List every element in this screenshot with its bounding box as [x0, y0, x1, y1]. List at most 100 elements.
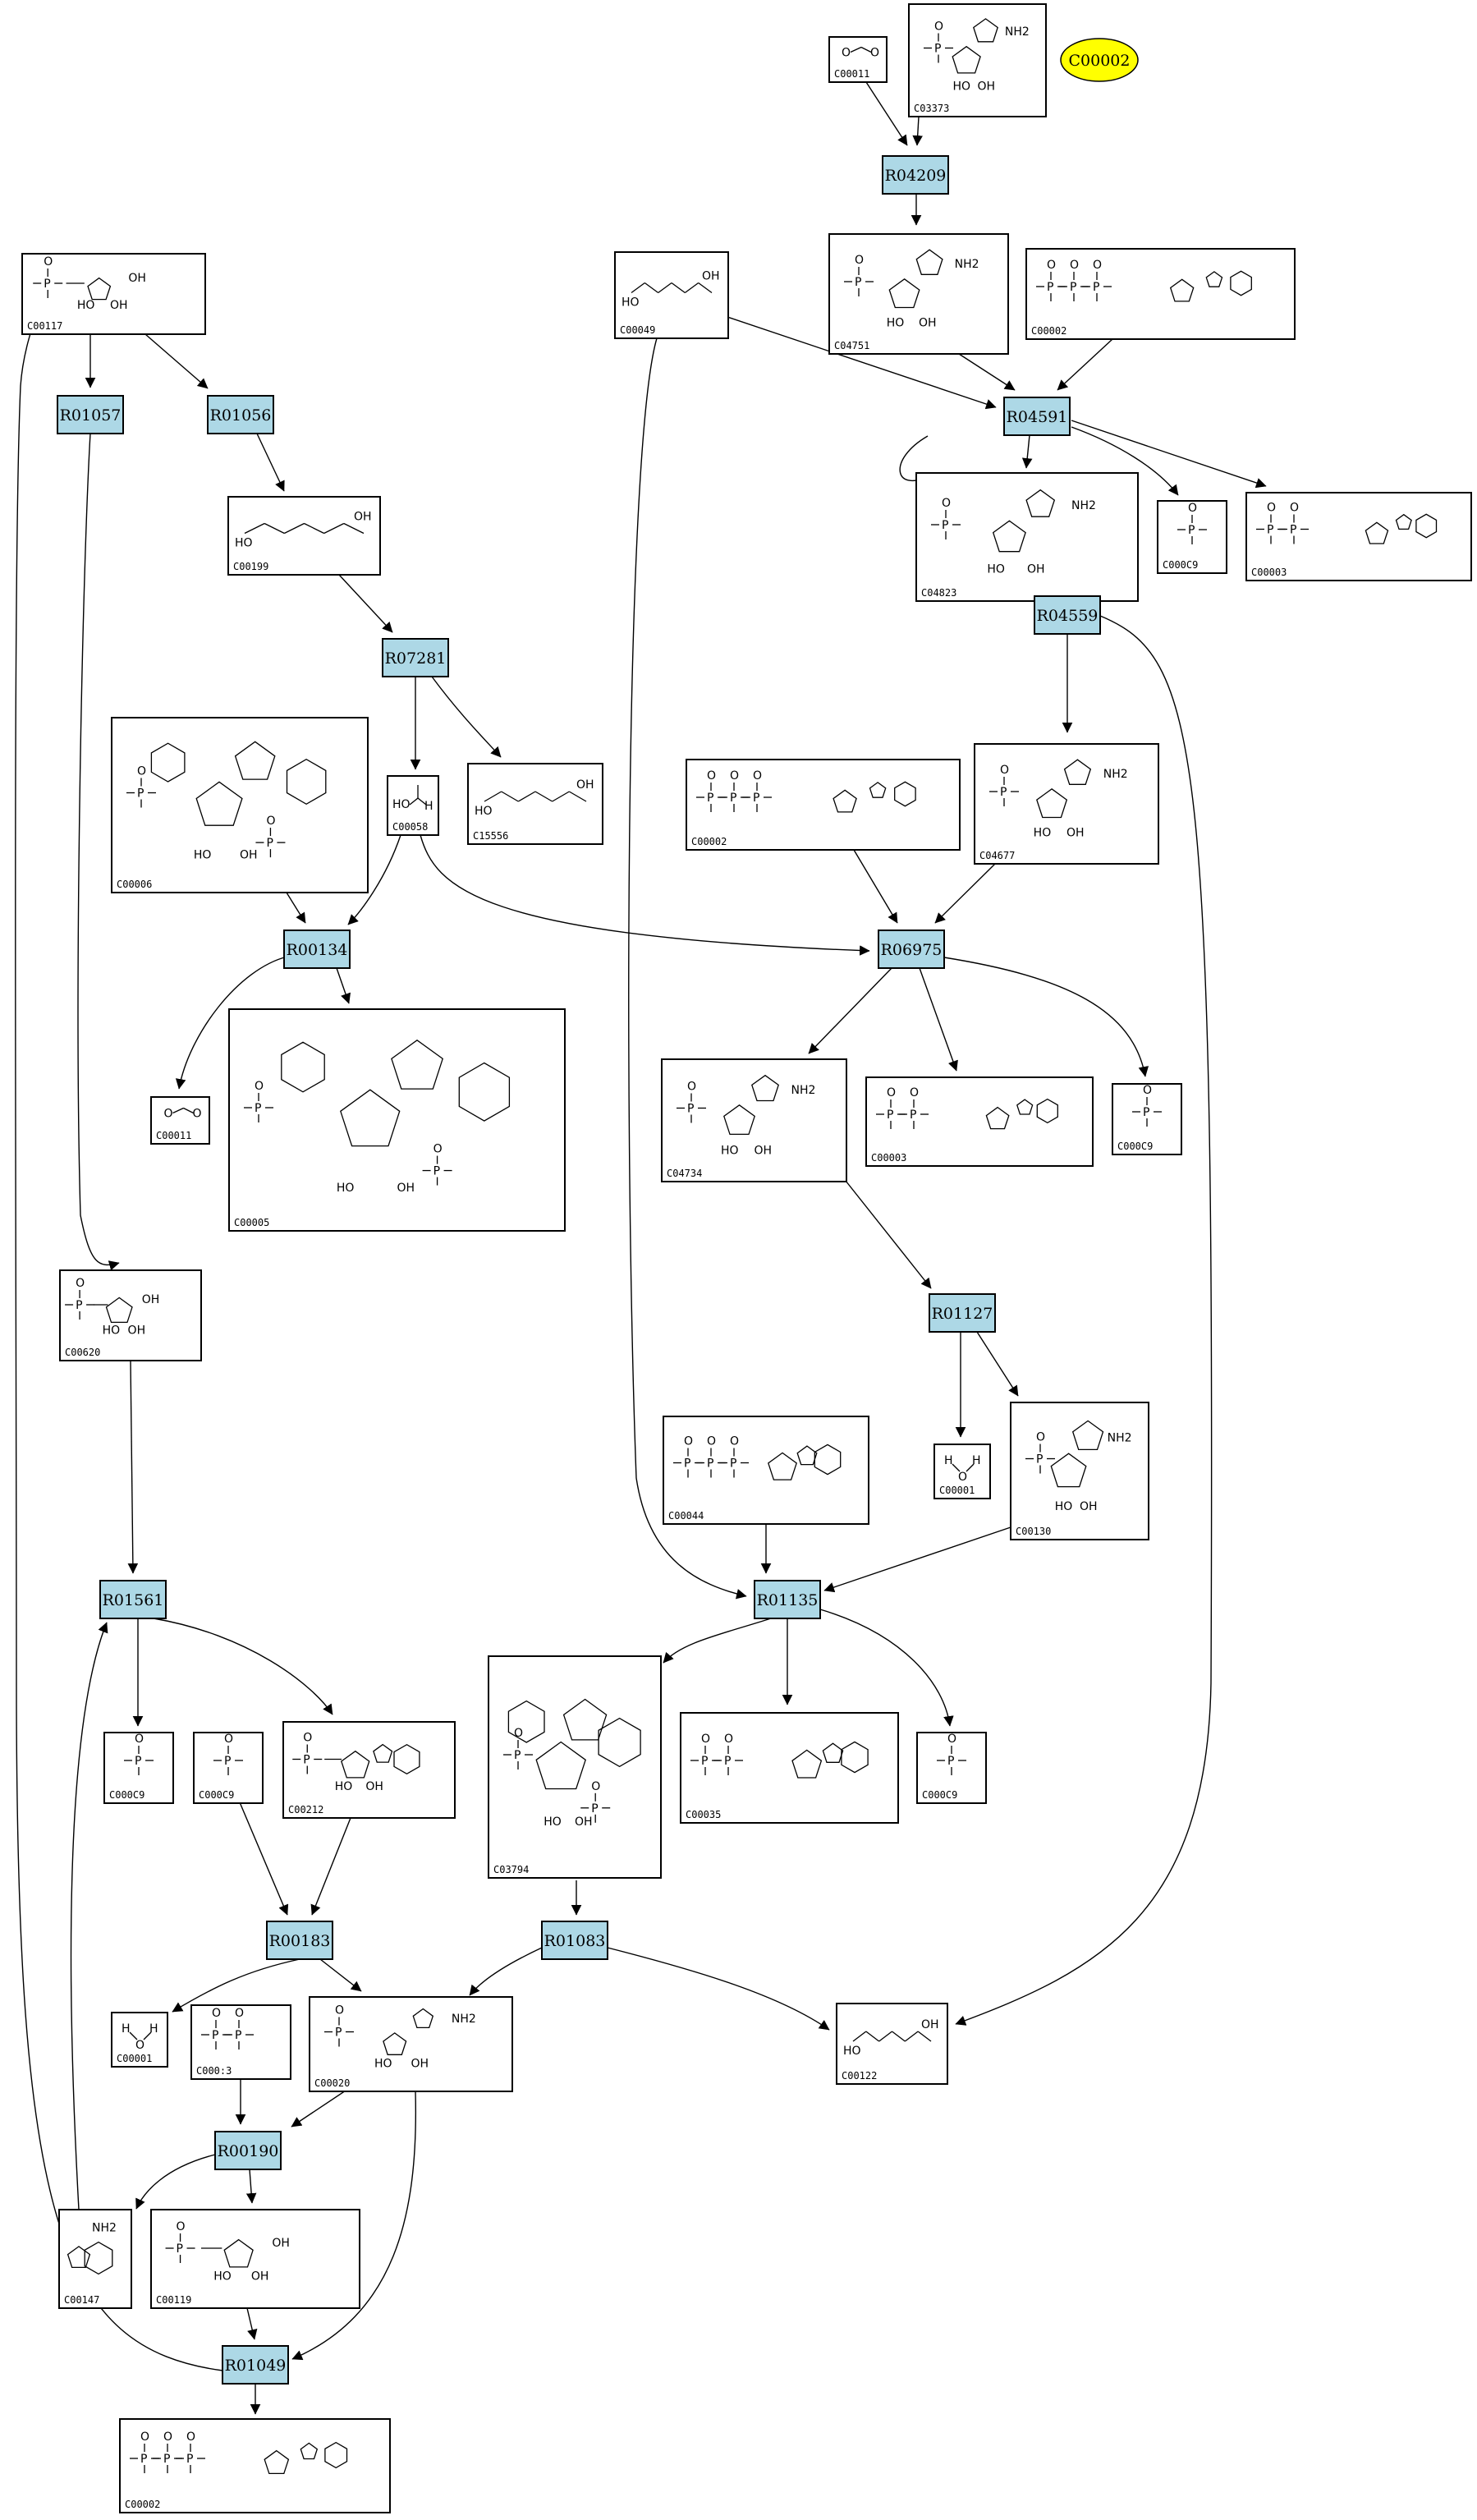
ring-bond: [952, 45, 981, 74]
atom-glyph: O: [193, 1108, 202, 1121]
ring-bond: [324, 2441, 348, 2469]
reaction-node[interactable]: R00134: [283, 930, 351, 969]
compound-box: [836, 2003, 948, 2085]
ring-bond: [341, 1750, 370, 1779]
atom-glyph: O: [266, 815, 275, 828]
reaction-edge: [958, 353, 1016, 391]
reaction-node[interactable]: R01561: [99, 1580, 167, 1619]
atom-glyph: O: [177, 2220, 186, 2233]
reaction-box: [929, 1293, 996, 1333]
atom-glyph: OH: [397, 1182, 415, 1195]
reaction-label: R00183: [269, 1932, 331, 1950]
ring-bond: [822, 1742, 844, 1763]
reaction-node[interactable]: R00183: [266, 1921, 333, 1960]
reaction-node[interactable]: R01135: [754, 1580, 821, 1619]
atom-glyph: O: [1143, 1084, 1152, 1097]
bond: [143, 2031, 152, 2040]
ring-bond: [383, 2032, 407, 2055]
reaction-node[interactable]: R06975: [878, 930, 945, 969]
compound-label: C00005: [234, 1217, 269, 1228]
ring-bond: [751, 1074, 779, 1102]
reaction-node[interactable]: R01057: [57, 395, 124, 434]
atom-glyph: P: [1267, 524, 1273, 537]
reaction-edge: [286, 892, 306, 924]
atom-glyph: O: [701, 1733, 710, 1746]
legend-compound-node[interactable]: C00002: [1060, 38, 1139, 82]
reaction-node[interactable]: R04209: [882, 155, 949, 195]
bond: [409, 797, 419, 806]
bond: [534, 791, 553, 802]
atom-glyph: HO: [544, 1815, 562, 1829]
reaction-node[interactable]: R01056: [207, 395, 274, 434]
atom-glyph: P: [730, 1457, 736, 1471]
compound-label: C00044: [668, 1510, 704, 1522]
reaction-node[interactable]: R04591: [1003, 397, 1071, 436]
reaction-node[interactable]: R01083: [541, 1921, 608, 1960]
bond: [658, 282, 672, 294]
atom-glyph: OH: [978, 80, 996, 94]
atom-glyph: OH: [575, 1815, 593, 1829]
atom-glyph: O: [684, 1435, 693, 1448]
atom-glyph: O: [724, 1733, 733, 1746]
reaction-node[interactable]: R01127: [929, 1293, 996, 1333]
reaction-node[interactable]: R00190: [214, 2131, 282, 2170]
reaction-node[interactable]: R01049: [222, 2345, 289, 2385]
compound-label: C00002: [125, 2499, 160, 2510]
reaction-edge: [420, 834, 870, 956]
reaction-edge: [245, 2169, 257, 2204]
reaction-box: [882, 155, 949, 195]
ring-bond: [223, 2238, 254, 2268]
atom-glyph: O: [44, 255, 53, 269]
reaction-node[interactable]: R04559: [1034, 595, 1101, 635]
atom-glyph: P: [76, 1299, 82, 1312]
atom-glyph: H: [944, 1454, 953, 1467]
atom-glyph: HO: [337, 1182, 355, 1195]
reaction-edge: [172, 1958, 300, 2013]
compound-box: [915, 472, 1139, 602]
ring-bond: [1036, 1098, 1058, 1124]
reaction-node[interactable]: R07281: [382, 638, 449, 677]
compound-box: [865, 1076, 1094, 1167]
